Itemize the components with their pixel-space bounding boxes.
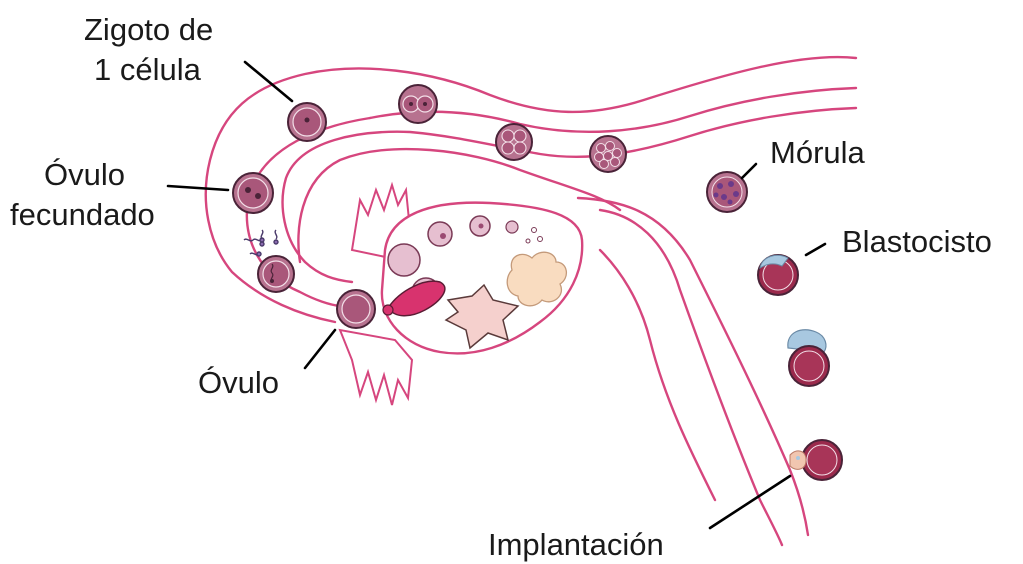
blastocyst-2 bbox=[788, 330, 829, 386]
ovulo-fecundado-cell bbox=[233, 173, 273, 213]
blastocyst-1 bbox=[758, 255, 798, 295]
leader-implantacion bbox=[710, 476, 790, 528]
two-cell-stage bbox=[399, 85, 437, 123]
sperm-3-head bbox=[257, 252, 261, 256]
four-cell-stage bbox=[496, 124, 532, 160]
label-morula: Mórula bbox=[770, 135, 866, 170]
follicle-medium bbox=[428, 222, 452, 246]
ovary bbox=[382, 203, 582, 354]
follicle-small-nucleus bbox=[479, 224, 484, 229]
sperm-1 bbox=[244, 239, 262, 241]
label-blastocisto: Blastocisto bbox=[842, 224, 992, 259]
fimbriae-bottom bbox=[340, 330, 412, 405]
leader-morula bbox=[742, 164, 756, 178]
label-zigoto-line2: 1 célula bbox=[94, 52, 202, 87]
follicle-medium-nucleus bbox=[440, 233, 446, 239]
label-ovulo-fecundado-line2: fecundado bbox=[10, 197, 155, 232]
zigoto-cell bbox=[288, 103, 326, 141]
blastocyst-implanting bbox=[790, 440, 842, 480]
uterine-wall-third bbox=[600, 250, 715, 500]
uterine-wall-outer bbox=[578, 198, 808, 535]
label-zigoto-line1: Zigoto de bbox=[84, 12, 213, 47]
tube-lumen-upper bbox=[370, 88, 856, 132]
sperm-4-head bbox=[274, 240, 278, 244]
ovulo-cell bbox=[337, 290, 375, 328]
leader-ovulo-fecundado bbox=[168, 186, 228, 190]
ruptured-follicle-oocyte bbox=[383, 305, 393, 315]
eight-cell-stage bbox=[590, 136, 626, 172]
follicle-tiny bbox=[506, 221, 518, 233]
label-implantacion: Implantación bbox=[488, 527, 664, 562]
leader-blastocisto bbox=[806, 244, 825, 255]
label-ovulo-fecundado-line1: Óvulo bbox=[44, 157, 125, 192]
fertilized-egg-sperm-cell bbox=[258, 256, 294, 292]
label-ovulo: Óvulo bbox=[198, 365, 279, 400]
follicle-large bbox=[388, 244, 420, 276]
sperm-2-head bbox=[260, 242, 264, 246]
leader-ovulo bbox=[305, 330, 335, 368]
sperm-4 bbox=[275, 230, 277, 239]
